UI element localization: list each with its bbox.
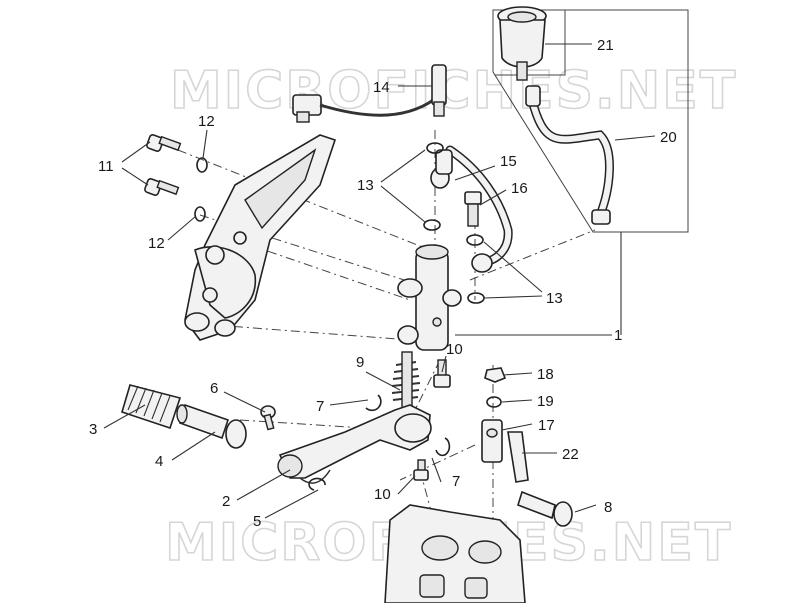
- callout-22: 22: [562, 446, 579, 463]
- nut-18: [484, 367, 507, 383]
- callout-21: 21: [597, 37, 614, 54]
- callout-7-upper: 7: [316, 398, 324, 415]
- callout-6: 6: [210, 380, 218, 397]
- callout-13-left: 13: [357, 177, 374, 194]
- clip-22: [507, 431, 529, 483]
- circlip-5: [308, 477, 326, 491]
- callout-8: 8: [604, 499, 612, 516]
- watermark-top: MICROFICHES.NET: [170, 61, 737, 121]
- callout-10-upper: 10: [446, 341, 463, 358]
- reservoir-group-frame: [492, 9, 689, 233]
- callout-18: 18: [537, 366, 554, 383]
- union-bolt-16: [464, 191, 482, 227]
- callout-15: 15: [500, 153, 517, 170]
- callout-5: 5: [253, 513, 261, 530]
- callout-16: 16: [511, 180, 528, 197]
- bracket-17: [481, 419, 503, 463]
- screw-6: [260, 405, 276, 431]
- washer-13-a: [426, 142, 444, 154]
- callout-17: 17: [538, 417, 555, 434]
- callout-11: 11: [98, 158, 114, 175]
- pushrod-spring-9: [391, 351, 421, 411]
- circlip-7-lower: [435, 437, 451, 457]
- master-cylinder-1: [397, 244, 462, 351]
- footrest-bracket: [184, 134, 337, 341]
- circlip-7-upper: [365, 394, 382, 412]
- callout-9: 9: [356, 354, 364, 371]
- callout-2: 2: [222, 493, 230, 510]
- callout-12-lower: 12: [148, 235, 165, 252]
- washer-19: [486, 396, 502, 408]
- fluid-reservoir-21: [497, 6, 547, 81]
- callout-1: 1: [614, 327, 622, 344]
- callout-3: 3: [89, 421, 97, 438]
- washer-13-c: [466, 234, 484, 246]
- callout-20: 20: [660, 129, 677, 146]
- callout-12-upper: 12: [198, 113, 215, 130]
- brake-line-15: [430, 145, 513, 273]
- footpeg-rubber-3: [121, 384, 182, 430]
- callout-4: 4: [155, 453, 163, 470]
- callout-10-lower: 10: [374, 486, 391, 503]
- bolt-10-upper: [433, 359, 451, 388]
- reservoir-hose-20: [525, 85, 614, 225]
- washer-12-upper: [196, 157, 208, 173]
- washer-13-b: [423, 219, 441, 231]
- footpeg-pin-4: [176, 403, 247, 449]
- leader-lines: [103, 43, 656, 519]
- callout-14: 14: [373, 79, 390, 96]
- callout-19: 19: [537, 393, 554, 410]
- brake-switch-14: [292, 64, 447, 123]
- washer-13-d: [467, 292, 485, 304]
- callout-labels: 1 2 3 4 5 6 7 7 8 9 10 10 11 12 12 13 13…: [89, 37, 677, 530]
- callout-13-right: 13: [546, 290, 563, 307]
- callout-7-lower: 7: [452, 473, 460, 490]
- engine-case-fragment: [384, 504, 526, 603]
- brake-pedal-2: [277, 404, 432, 484]
- bolt-11-lower: [144, 178, 180, 196]
- bolt-11-upper: [146, 134, 182, 152]
- washer-12-lower: [194, 206, 206, 222]
- pin-8: [517, 490, 573, 527]
- bolt-10-lower: [413, 459, 429, 481]
